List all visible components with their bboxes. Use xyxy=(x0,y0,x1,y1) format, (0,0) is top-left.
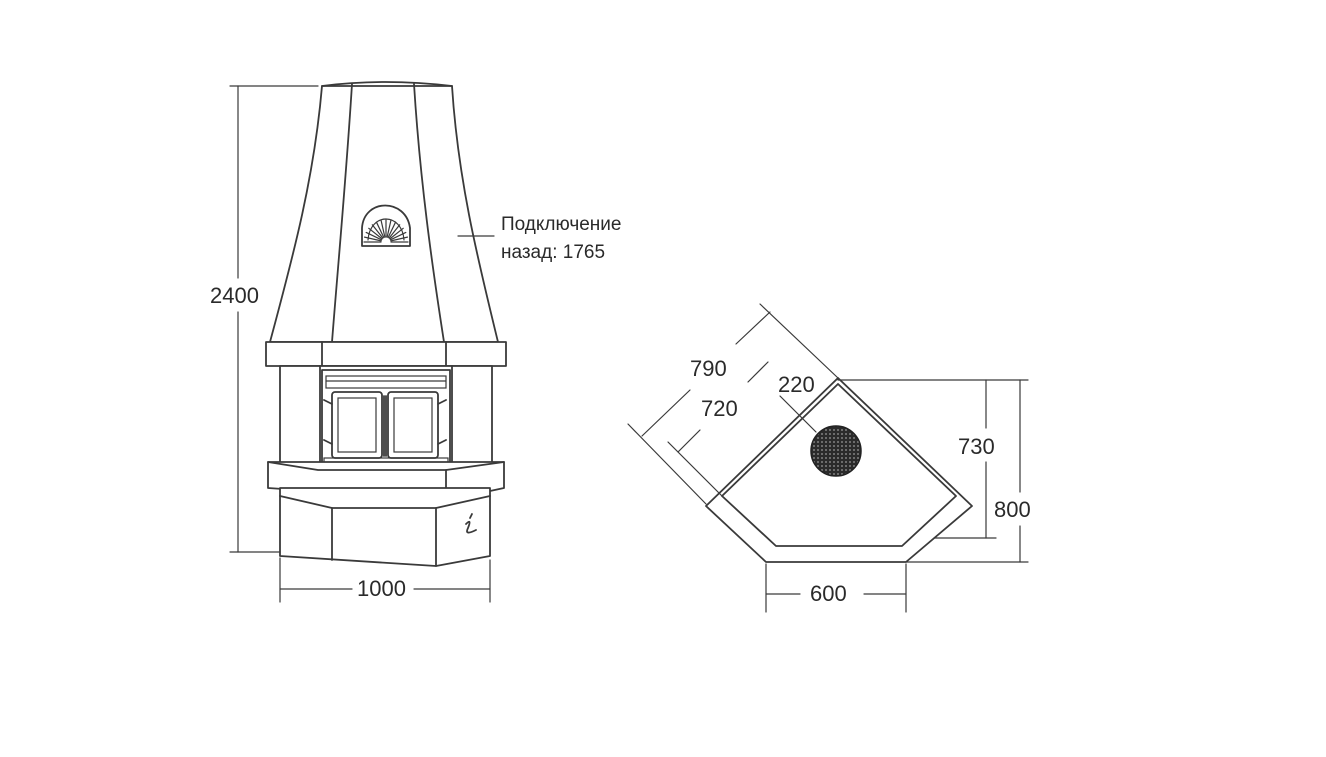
fireplace-base xyxy=(279,487,491,567)
flue-opening xyxy=(810,425,862,477)
flue-diameter-label: 220 xyxy=(778,372,815,397)
outer-side-label: 800 xyxy=(994,497,1031,522)
inner-side-label: 730 xyxy=(958,434,995,459)
width-label: 1000 xyxy=(357,576,406,601)
mantel-shelf xyxy=(265,341,507,367)
inner-diagonal-dimension: 720 xyxy=(667,361,769,497)
front-view: 2400 1000 Подключение назад: 1765 xyxy=(210,81,621,603)
firebox-section xyxy=(279,365,493,467)
connection-note: Подключение назад: 1765 xyxy=(457,214,621,263)
connection-note-line1: Подключение xyxy=(501,214,621,235)
inner-diagonal-label: 720 xyxy=(701,396,738,421)
outer-side-dimension: 800 xyxy=(905,379,1031,563)
outer-diagonal-dimension: 790 xyxy=(627,303,839,505)
height-dimension: 2400 xyxy=(210,85,319,553)
glass-door-right xyxy=(387,391,439,459)
glass-door-left xyxy=(331,391,383,459)
height-label: 2400 xyxy=(210,283,259,308)
front-width-dimension: 600 xyxy=(765,563,907,613)
front-width-label: 600 xyxy=(810,581,847,606)
inner-side-dimension: 730 xyxy=(837,379,1029,539)
outer-diagonal-label: 790 xyxy=(690,356,727,381)
shell-emblem xyxy=(361,204,411,247)
connection-note-line2: назад: 1765 xyxy=(501,242,605,263)
inner-footprint xyxy=(721,383,957,547)
width-dimension: 1000 xyxy=(279,557,491,603)
plan-view: 790 720 220 730 800 xyxy=(627,303,1031,613)
